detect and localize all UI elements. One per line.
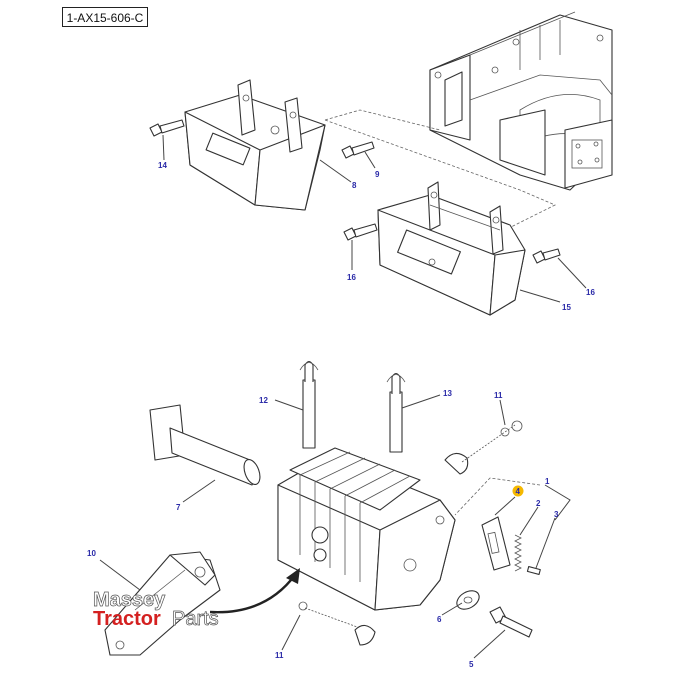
callout-15: 15: [562, 303, 571, 312]
callout-5: 5: [469, 660, 474, 669]
watermark-parts: Parts: [172, 608, 219, 630]
tractor-frame: [429, 11, 613, 191]
bolt-5: [489, 606, 533, 638]
ballast-weight: [277, 447, 456, 611]
callout-3: 3: [554, 510, 559, 519]
callout-14: 14: [158, 161, 167, 170]
watermark-logo: Massey Tractor Parts: [93, 589, 219, 631]
bolt-16-left: [343, 223, 378, 241]
leader-lines: [99, 134, 587, 659]
arrow-curve: [209, 574, 296, 614]
callout-2: 2: [536, 499, 541, 508]
latch-4: [481, 516, 511, 571]
arrow-head: [286, 568, 300, 584]
weight-bracket-8: [184, 79, 326, 211]
watermark-tractor: Tractor: [93, 608, 161, 630]
washer-6: [456, 590, 480, 610]
drawing-reference-code: 1-AX15-606-C: [62, 7, 148, 27]
callout-numbers: 14 8 9 16 16 15 12 13 11 1 4 2 3 7 10 6 …: [87, 161, 595, 669]
bolt-14: [149, 119, 185, 137]
callout-8: 8: [352, 181, 357, 190]
callout-16-right: 16: [586, 288, 595, 297]
chain-pin-11-top: [444, 420, 523, 475]
callout-9: 9: [375, 170, 380, 179]
callout-1: 1: [545, 477, 550, 486]
callout-13: 13: [443, 389, 452, 398]
callout-6: 6: [437, 615, 442, 624]
bolt-9: [341, 141, 375, 159]
hitch-arm-10: [104, 551, 221, 656]
callout-highlight: [512, 485, 524, 497]
callout-12: 12: [259, 396, 268, 405]
weight-bracket-15: [377, 181, 526, 316]
callout-10: 10: [87, 549, 96, 558]
pin-12: [299, 360, 319, 449]
bolt-16-right: [532, 248, 561, 264]
callout-11-top: 11: [494, 391, 503, 400]
pin-7: [149, 404, 261, 486]
callout-4: 4: [516, 487, 521, 496]
chain-pin-11-bottom: [298, 601, 376, 646]
callout-11-bottom: 11: [275, 651, 284, 660]
spring-2: [514, 534, 522, 572]
pin-13: [386, 372, 406, 453]
pin-3: [526, 565, 541, 576]
callout-7: 7: [176, 503, 181, 512]
callout-16-left: 16: [347, 273, 356, 282]
watermark-line1: Massey: [93, 589, 166, 611]
